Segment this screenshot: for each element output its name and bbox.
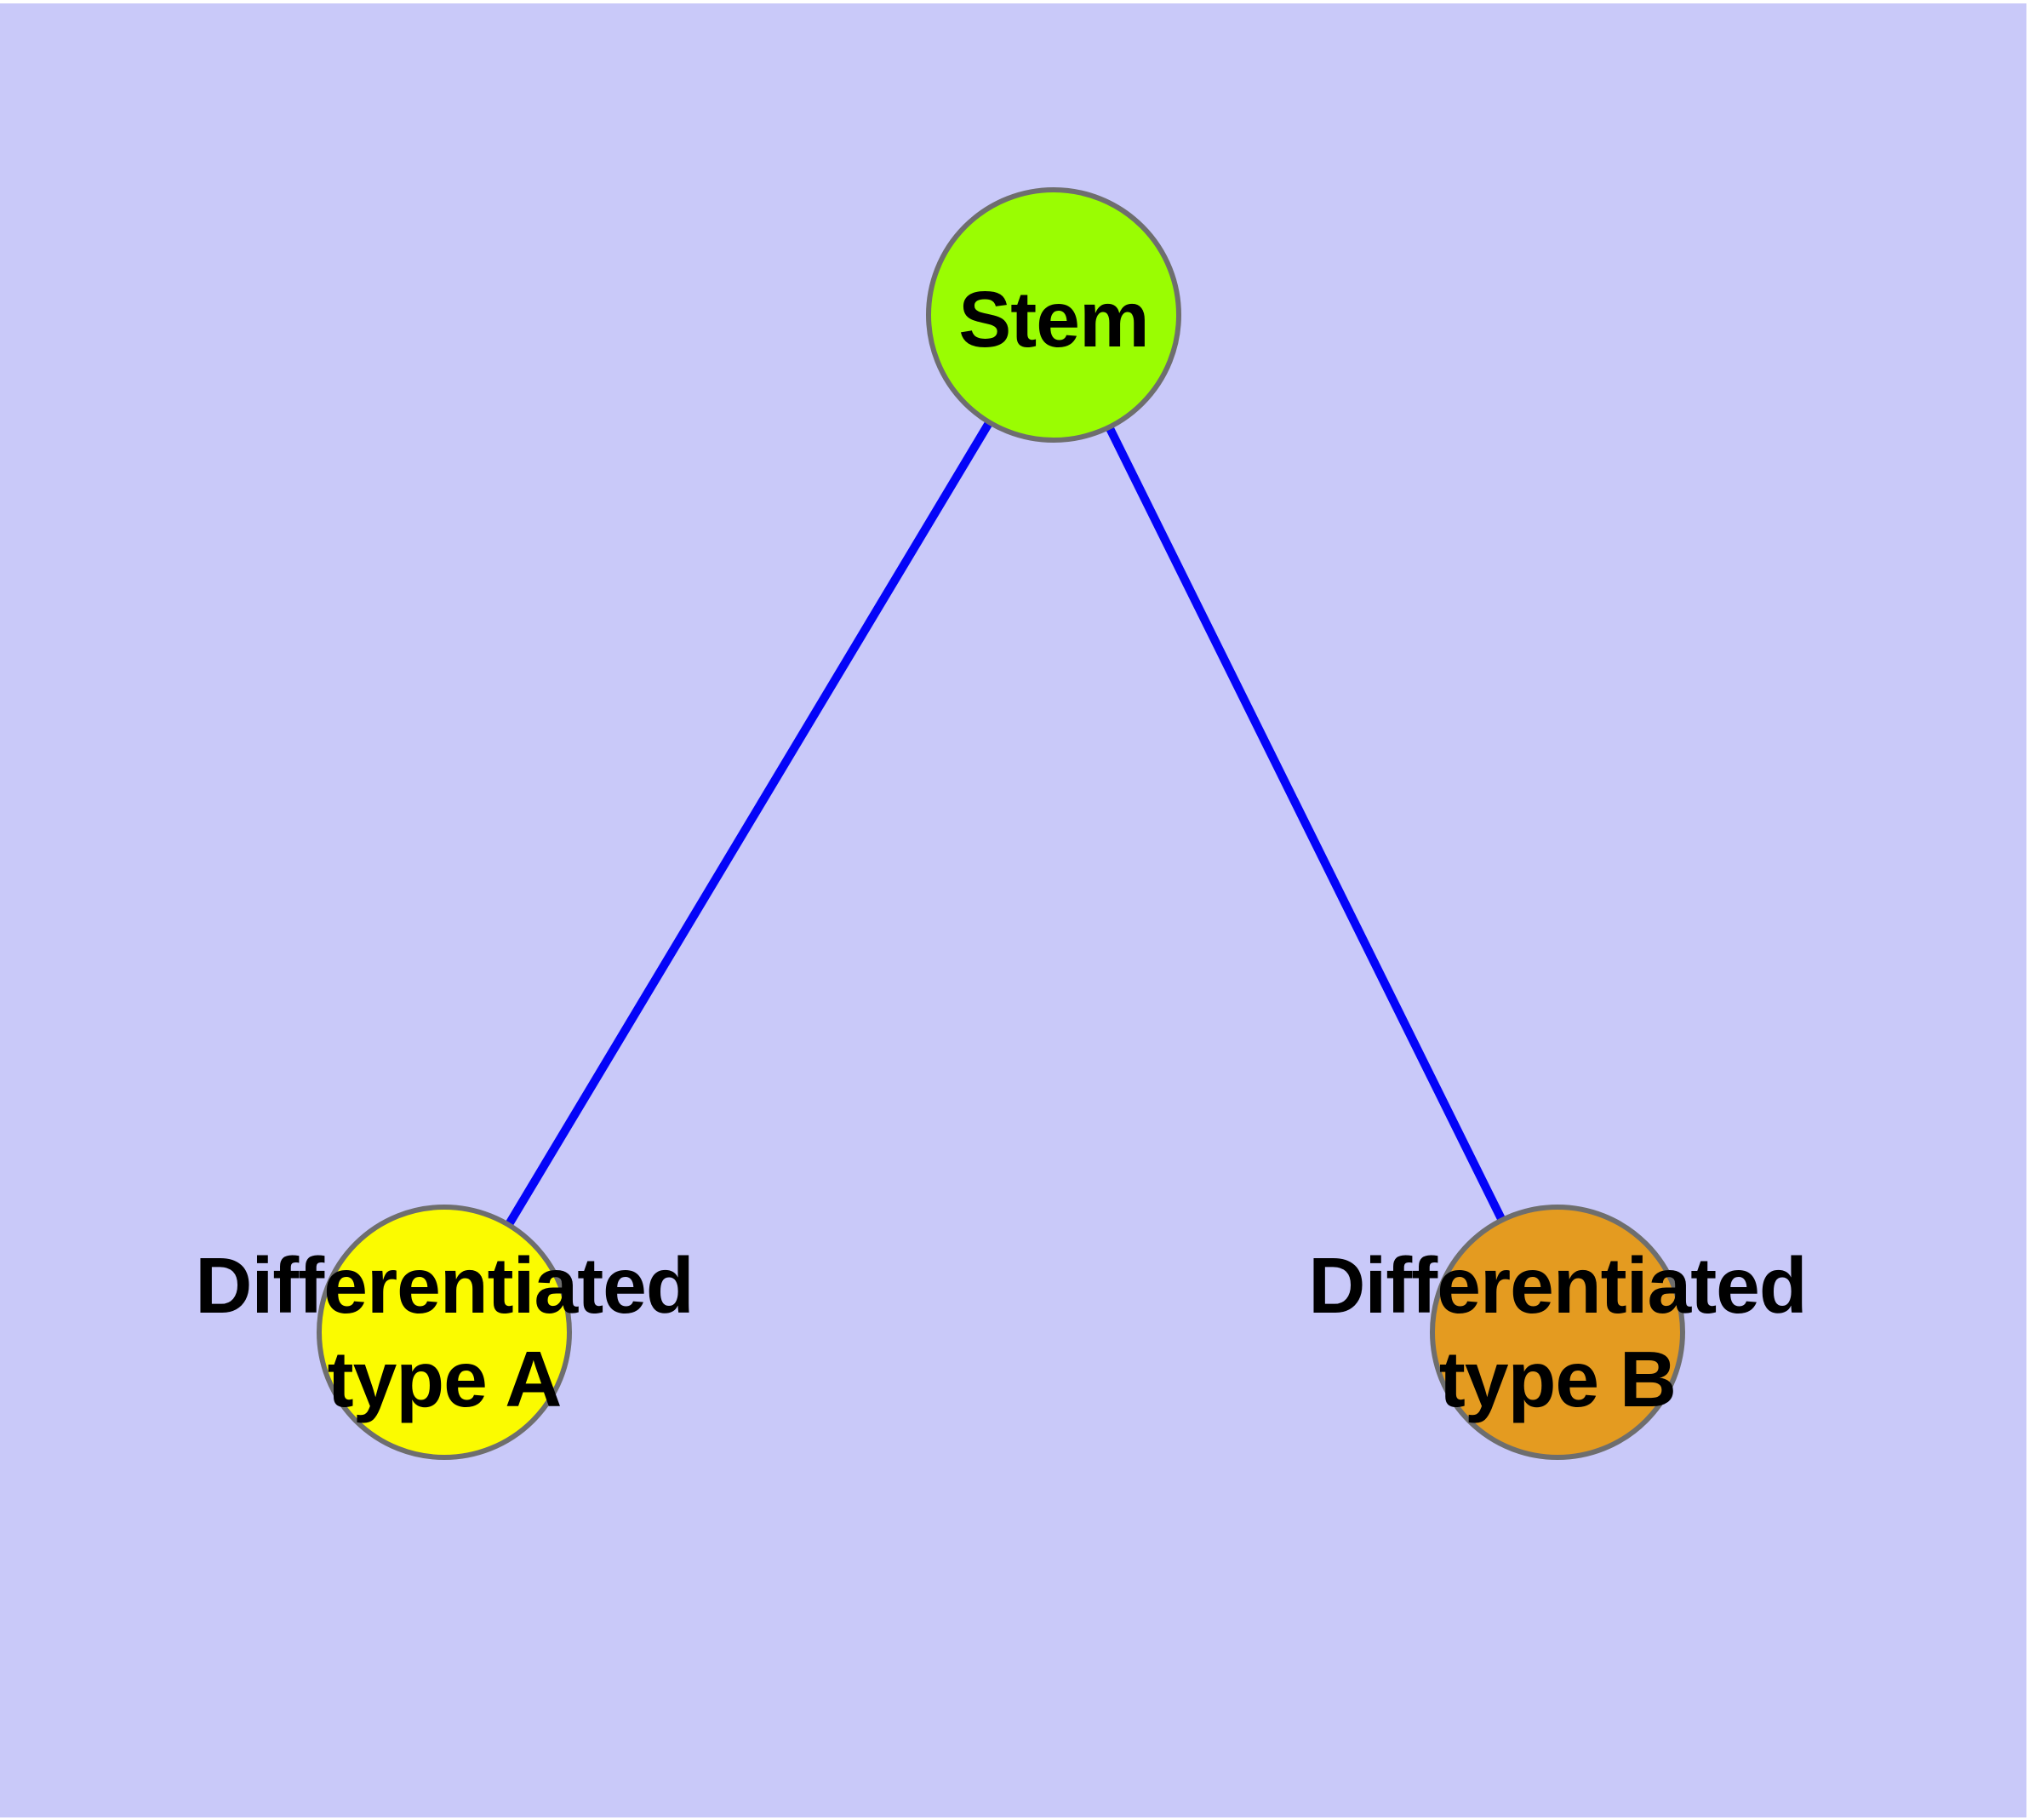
edge-stem-to-type-a [440, 312, 1058, 1335]
node-differentiated-type-a [317, 1205, 572, 1460]
node-differentiated-type-b-label: Differentiated type B [1308, 1241, 1807, 1423]
node-stem-label: Stem [958, 275, 1149, 363]
node-differentiated-type-b [1430, 1205, 1685, 1460]
node-stem [926, 187, 1181, 443]
diagram-canvas: Stem Differentiated type A Differentiate… [0, 3, 2026, 1817]
edge-stem-to-type-b [1049, 312, 1562, 1335]
node-differentiated-type-a-label: Differentiated type A [195, 1241, 694, 1423]
edges-layer [440, 312, 1562, 1335]
